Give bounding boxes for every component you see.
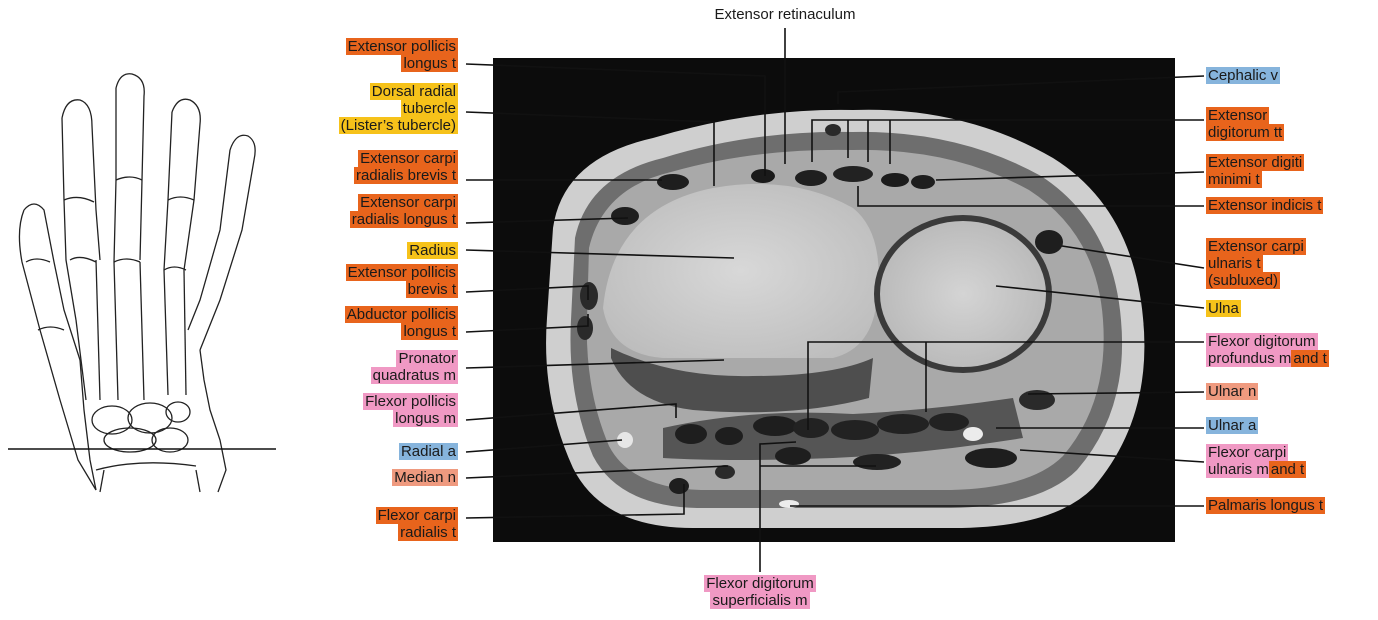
label-line: radialis t bbox=[398, 524, 458, 541]
label-ulnar-a: Ulnar a bbox=[1206, 417, 1258, 434]
label-line: longus t bbox=[401, 323, 458, 340]
label-extensor-carpi-ulnaris-t: Extensor carpi ulnaris t (subluxed) bbox=[1206, 238, 1306, 289]
label-line: tubercle bbox=[401, 100, 458, 117]
label-radius: Radius bbox=[407, 242, 458, 259]
mri-axial-image bbox=[493, 58, 1175, 542]
label-dorsal-radial-tubercle: Dorsal radial tubercle (Lister’s tubercl… bbox=[339, 83, 458, 134]
label-extensor-pollicis-longus-t: Extensor pollicis longus t bbox=[346, 38, 458, 72]
label-pronator-quadratus-m: Pronator quadratus m bbox=[371, 350, 458, 384]
label-line: Radius bbox=[407, 242, 458, 259]
label-line: ulnaris t bbox=[1206, 255, 1263, 272]
label-cephalic-v: Cephalic v bbox=[1206, 67, 1280, 84]
label-extensor-retinaculum: Extensor retinaculum bbox=[680, 6, 890, 23]
label-line: digitorum tt bbox=[1206, 124, 1284, 141]
label-line: radialis longus t bbox=[350, 211, 458, 228]
label-line: Flexor pollicis bbox=[363, 393, 458, 410]
label-palmaris-longus-t: Palmaris longus t bbox=[1206, 497, 1325, 514]
label-ulnar-n: Ulnar n bbox=[1206, 383, 1258, 400]
label-line: Extensor bbox=[1206, 107, 1269, 124]
label-line: Ulnar a bbox=[1206, 417, 1258, 434]
label-line: (subluxed) bbox=[1206, 272, 1280, 289]
label-line: minimi t bbox=[1206, 171, 1262, 188]
label-line: ulnaris m bbox=[1206, 461, 1271, 478]
label-line: and t bbox=[1291, 350, 1328, 367]
label-line: Dorsal radial bbox=[370, 83, 458, 100]
label-line: Extensor carpi bbox=[358, 150, 458, 167]
label-line: Abductor pollicis bbox=[345, 306, 458, 323]
label-line: Extensor digiti bbox=[1206, 154, 1304, 171]
label-line: Extensor carpi bbox=[358, 194, 458, 211]
label-line: Extensor carpi bbox=[1206, 238, 1306, 255]
label-radial-a: Radial a bbox=[399, 443, 458, 460]
label-line: brevis t bbox=[406, 281, 458, 298]
label-line: Ulnar n bbox=[1206, 383, 1258, 400]
label-line: radialis brevis t bbox=[354, 167, 458, 184]
label-line: Radial a bbox=[399, 443, 458, 460]
label-line: Flexor carpi bbox=[1206, 444, 1288, 461]
label-line: (Lister’s tubercle) bbox=[339, 117, 458, 134]
label-extensor-digitorum-tt: Extensor digitorum tt bbox=[1206, 107, 1284, 141]
label-extensor-digiti-minimi-t: Extensor digiti minimi t bbox=[1206, 154, 1304, 188]
label-line: superficialis m bbox=[710, 592, 809, 609]
label-line: longus m bbox=[393, 410, 458, 427]
label-flexor-carpi-radialis-t: Flexor carpi radialis t bbox=[376, 507, 458, 541]
label-line: Palmaris longus t bbox=[1206, 497, 1325, 514]
label-line: and t bbox=[1269, 461, 1306, 478]
label-median-n: Median n bbox=[392, 469, 458, 486]
label-line: Extensor pollicis bbox=[346, 264, 458, 281]
label-line: longus t bbox=[401, 55, 458, 72]
label-line: profundus m bbox=[1206, 350, 1293, 367]
label-line: Flexor digitorum bbox=[704, 575, 816, 592]
hand-outline bbox=[19, 74, 255, 492]
label-flexor-digitorum-superficialis-m: Flexor digitorum superficialis m bbox=[660, 575, 860, 609]
label-line: quadratus m bbox=[371, 367, 458, 384]
hand-drawing bbox=[0, 0, 290, 520]
mri-rendering bbox=[493, 58, 1175, 542]
label-extensor-indicis-t: Extensor indicis t bbox=[1206, 197, 1323, 214]
label-line: Median n bbox=[392, 469, 458, 486]
label-line: Extensor retinaculum bbox=[713, 6, 858, 23]
label-ulna: Ulna bbox=[1206, 300, 1241, 317]
label-extensor-carpi-radialis-brevis-t: Extensor carpi radialis brevis t bbox=[354, 150, 458, 184]
label-line: Flexor carpi bbox=[376, 507, 458, 524]
label-line: Extensor pollicis bbox=[346, 38, 458, 55]
label-abductor-pollicis-longus-t: Abductor pollicis longus t bbox=[345, 306, 458, 340]
label-line: Ulna bbox=[1206, 300, 1241, 317]
label-flexor-pollicis-longus-m: Flexor pollicis longus m bbox=[363, 393, 458, 427]
label-extensor-pollicis-brevis-t: Extensor pollicis brevis t bbox=[346, 264, 458, 298]
label-line: Pronator bbox=[396, 350, 458, 367]
label-line: Cephalic v bbox=[1206, 67, 1280, 84]
label-line: Flexor digitorum bbox=[1206, 333, 1318, 350]
label-extensor-carpi-radialis-longus-t: Extensor carpi radialis longus t bbox=[350, 194, 458, 228]
label-line: Extensor indicis t bbox=[1206, 197, 1323, 214]
